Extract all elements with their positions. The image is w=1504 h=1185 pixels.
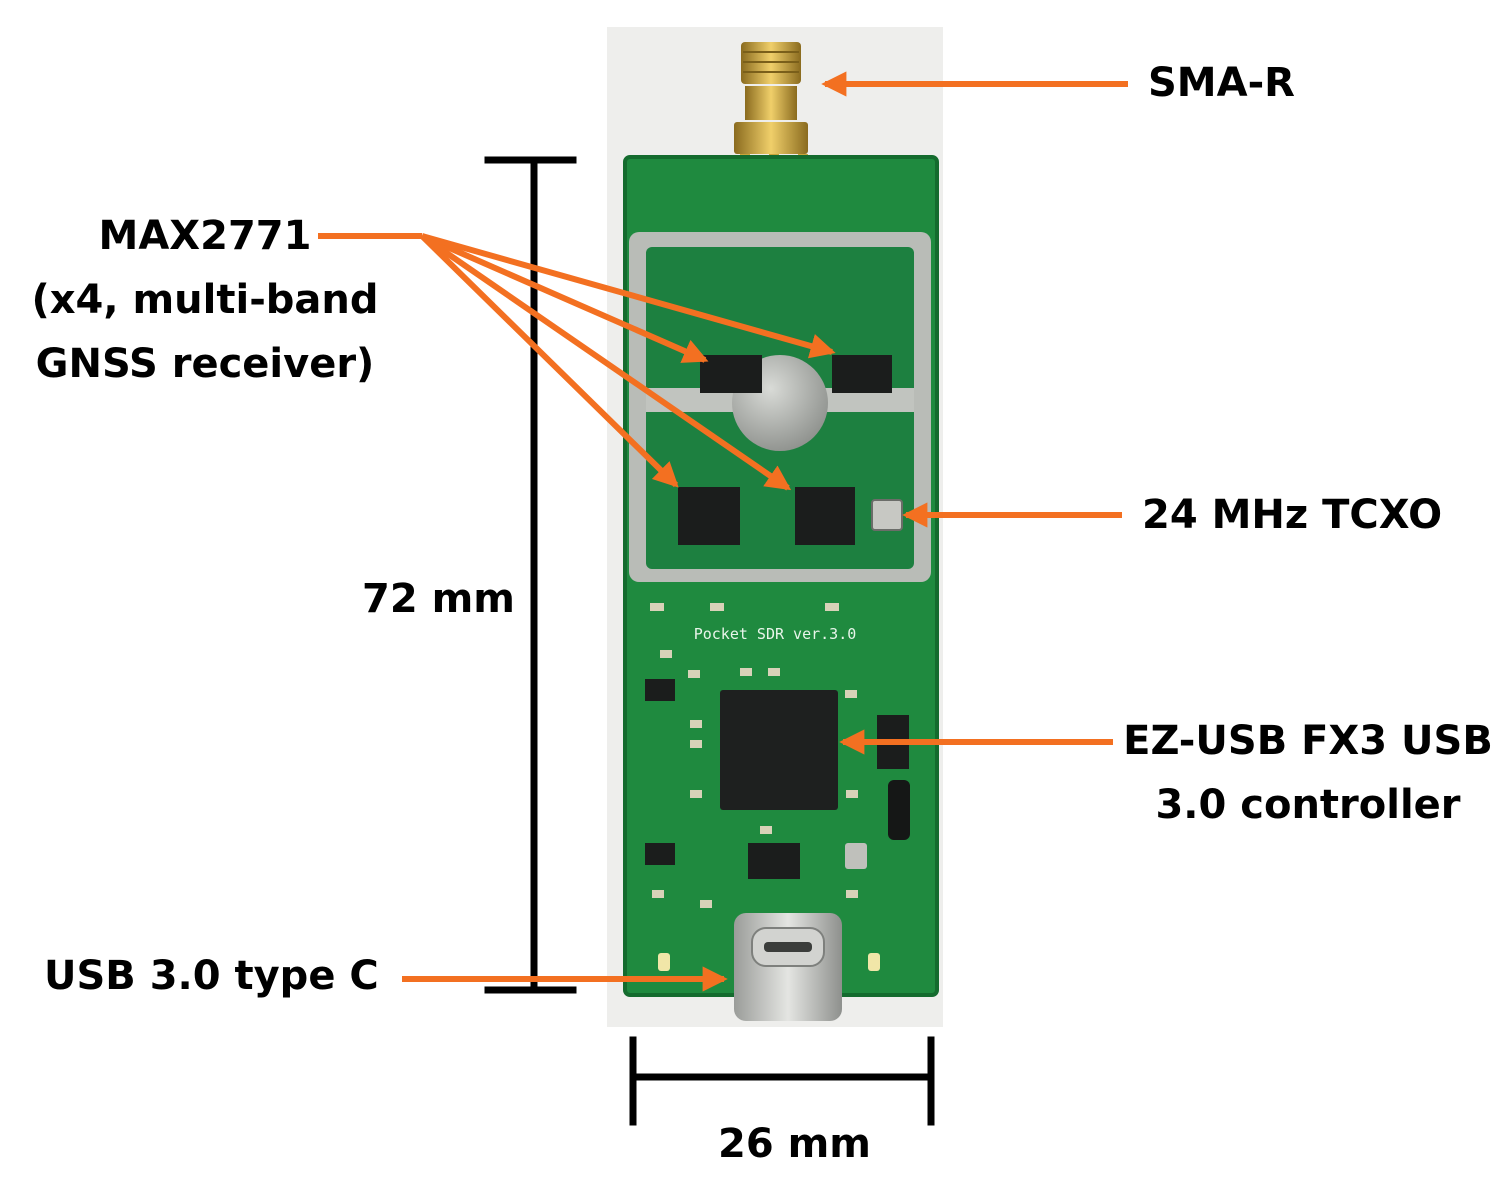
label-sma-r: SMA-R (1148, 60, 1295, 106)
label-72mm: 72 mm (362, 576, 515, 622)
arrow-max-1 (420, 233, 709, 363)
led-pwr (658, 953, 670, 971)
usb-c-receptacle (734, 913, 842, 1021)
silkscreen-title: Pocket SDR ver.3.0 (694, 625, 857, 643)
label-usb-type-c: USB 3.0 type C (44, 953, 379, 999)
label-max2771: MAX2771 (x4, multi-band GNSS receiver) (20, 204, 390, 396)
label-max2771-line2: (x4, multi-band (31, 277, 379, 323)
height-dimension (484, 156, 577, 994)
label-tcxo: 24 MHz TCXO (1142, 492, 1443, 538)
arrow-max-3 (419, 233, 679, 488)
width-dimension (629, 1036, 935, 1126)
max2771-chip-2 (832, 355, 892, 393)
label-max2771-line3: GNSS receiver) (35, 341, 375, 387)
label-26mm: 26 mm (718, 1121, 871, 1167)
led-stat (868, 953, 880, 971)
jumper-header (888, 780, 910, 840)
max2771-chip-1 (700, 355, 762, 393)
ic-small-2 (645, 843, 675, 865)
max2771-chip-3 (678, 487, 740, 545)
crystal-small (845, 843, 867, 869)
max2771-chip-4 (795, 487, 855, 545)
arrow-max-4 (420, 233, 792, 491)
passive-components (650, 603, 858, 908)
tcxo-crystal (871, 499, 903, 531)
ic-small-4 (748, 843, 800, 879)
ic-small-1 (645, 679, 675, 701)
callout-arrows (318, 71, 1128, 992)
label-fx3-line1: EZ-USB FX3 USB (1123, 718, 1493, 764)
label-fx3-line2: 3.0 controller (1155, 782, 1461, 828)
fx3-chip (720, 690, 838, 810)
label-fx3: EZ-USB FX3 USB 3.0 controller (1118, 709, 1498, 837)
label-max2771-line1: MAX2771 (98, 213, 312, 259)
arrow-max-2 (421, 233, 836, 359)
